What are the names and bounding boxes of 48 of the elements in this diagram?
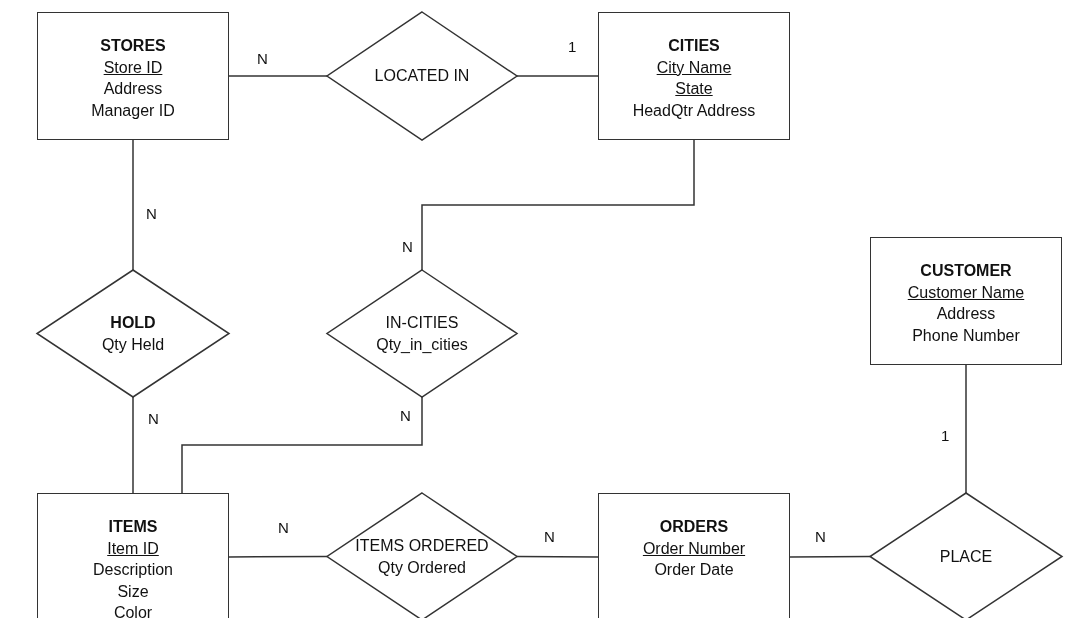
connector-line bbox=[132, 396, 134, 494]
connector-line bbox=[789, 555, 871, 558]
connector-line bbox=[516, 555, 599, 558]
relationship-diamond bbox=[327, 493, 517, 618]
connector-line bbox=[181, 396, 423, 494]
key-attribute: City Name bbox=[656, 57, 732, 78]
entity-box bbox=[870, 237, 1062, 365]
connector-line bbox=[228, 75, 328, 77]
entity-box bbox=[598, 12, 790, 140]
attribute-text: Color bbox=[113, 603, 153, 618]
entity-name: CUSTOMER bbox=[920, 261, 1012, 281]
key-attribute: Customer Name bbox=[907, 282, 1025, 303]
attribute-text: Manager ID bbox=[91, 100, 175, 121]
connector-line bbox=[228, 555, 328, 558]
relationship-name: HOLD bbox=[110, 313, 156, 333]
entity-box bbox=[37, 493, 229, 618]
key-attribute: Store ID bbox=[103, 57, 163, 78]
attribute-text: Address bbox=[936, 304, 996, 324]
relationship-name: ITEMS ORDERED bbox=[355, 536, 489, 556]
relationship-diamond bbox=[37, 270, 229, 397]
attribute-text: Address bbox=[103, 79, 163, 99]
relationship-diamond bbox=[327, 12, 517, 140]
relationship-diamond bbox=[327, 270, 517, 397]
attribute-text: Qty Ordered bbox=[378, 557, 466, 578]
entity-box bbox=[598, 493, 790, 618]
relationship-name: PLACE bbox=[939, 546, 993, 567]
attribute-text: Size bbox=[117, 581, 149, 602]
attribute-text: Order Date bbox=[654, 560, 734, 580]
attribute-text: Qty_in_cities bbox=[376, 334, 468, 355]
entity-box bbox=[37, 12, 229, 140]
key-attribute: Item ID bbox=[107, 538, 159, 559]
entity-name: CITIES bbox=[668, 36, 720, 56]
relationship-name: IN-CITIES bbox=[385, 313, 459, 333]
entity-name: ITEMS bbox=[108, 517, 158, 537]
connector-line bbox=[965, 364, 967, 494]
attribute-text: Phone Number bbox=[912, 325, 1020, 346]
connector-line bbox=[132, 139, 134, 271]
entity-name: STORES bbox=[100, 36, 166, 56]
relationship-name: LOCATED IN bbox=[374, 66, 470, 87]
relationship-diamond bbox=[870, 493, 1062, 618]
key-attribute: State bbox=[675, 79, 713, 99]
attribute-text: Qty Held bbox=[101, 334, 165, 355]
connector-line bbox=[421, 139, 695, 271]
connector-line bbox=[516, 75, 599, 77]
attribute-text: HeadQtr Address bbox=[632, 100, 756, 121]
key-attribute: Order Number bbox=[642, 538, 746, 559]
entity-name: ORDERS bbox=[659, 517, 729, 537]
attribute-text: Description bbox=[93, 560, 173, 580]
